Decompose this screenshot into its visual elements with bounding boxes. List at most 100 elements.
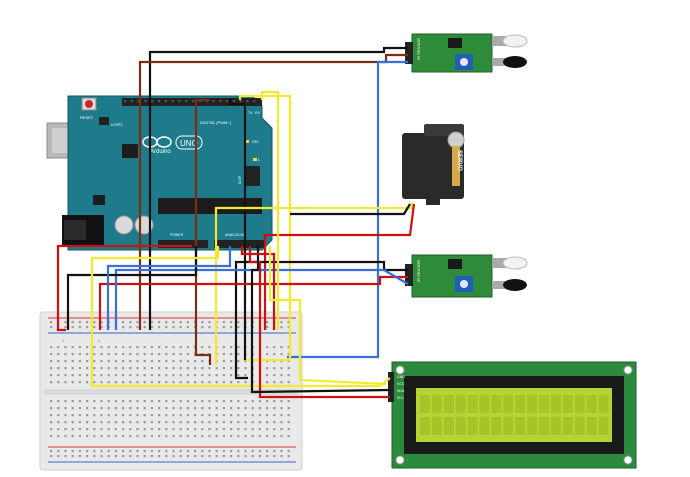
breadboard-hole[interactable] <box>158 346 161 349</box>
breadboard-hole[interactable] <box>136 321 139 324</box>
breadboard-hole[interactable] <box>280 428 283 431</box>
breadboard-hole[interactable] <box>237 381 240 384</box>
breadboard-hole[interactable] <box>150 407 153 410</box>
breadboard-hole[interactable] <box>266 400 269 403</box>
breadboard-hole[interactable] <box>280 321 283 324</box>
breadboard-hole[interactable] <box>165 346 168 349</box>
breadboard-hole[interactable] <box>158 326 161 329</box>
breadboard-hole[interactable] <box>230 407 233 410</box>
breadboard-hole[interactable] <box>100 381 103 384</box>
header-pin[interactable] <box>246 100 249 103</box>
breadboard-hole[interactable] <box>93 381 96 384</box>
breadboard-hole[interactable] <box>280 455 283 458</box>
breadboard-hole[interactable] <box>122 360 125 363</box>
breadboard-hole[interactable] <box>273 400 276 403</box>
breadboard-hole[interactable] <box>208 428 211 431</box>
breadboard-hole[interactable] <box>93 360 96 363</box>
breadboard-hole[interactable] <box>230 321 233 324</box>
breadboard-hole[interactable] <box>244 428 247 431</box>
breadboard-hole[interactable] <box>222 400 225 403</box>
breadboard-hole[interactable] <box>266 407 269 410</box>
breadboard-hole[interactable] <box>222 326 225 329</box>
breadboard-hole[interactable] <box>107 421 110 424</box>
breadboard-hole[interactable] <box>64 360 67 363</box>
breadboard-hole[interactable] <box>287 428 290 431</box>
breadboard-hole[interactable] <box>287 326 290 329</box>
breadboard-hole[interactable] <box>194 414 197 417</box>
breadboard-hole[interactable] <box>172 450 175 453</box>
breadboard-hole[interactable] <box>129 428 132 431</box>
breadboard-hole[interactable] <box>100 455 103 458</box>
breadboard-hole[interactable] <box>78 326 81 329</box>
breadboard-hole[interactable] <box>64 428 67 431</box>
breadboard-hole[interactable] <box>57 400 60 403</box>
breadboard-hole[interactable] <box>165 353 168 356</box>
breadboard-hole[interactable] <box>129 367 132 370</box>
breadboard-hole[interactable] <box>71 400 74 403</box>
breadboard-hole[interactable] <box>100 435 103 438</box>
breadboard-hole[interactable] <box>93 346 96 349</box>
breadboard-hole[interactable] <box>172 400 175 403</box>
breadboard-hole[interactable] <box>107 374 110 377</box>
breadboard-hole[interactable] <box>266 374 269 377</box>
breadboard-hole[interactable] <box>237 435 240 438</box>
breadboard-hole[interactable] <box>287 374 290 377</box>
breadboard-hole[interactable] <box>201 367 204 370</box>
breadboard-hole[interactable] <box>237 414 240 417</box>
breadboard-hole[interactable] <box>194 450 197 453</box>
breadboard-hole[interactable] <box>107 428 110 431</box>
breadboard-hole[interactable] <box>71 367 74 370</box>
breadboard-hole[interactable] <box>172 346 175 349</box>
breadboard-hole[interactable] <box>280 353 283 356</box>
breadboard-hole[interactable] <box>50 455 53 458</box>
breadboard-hole[interactable] <box>201 435 204 438</box>
breadboard-hole[interactable] <box>71 360 74 363</box>
breadboard-hole[interactable] <box>143 435 146 438</box>
breadboard-hole[interactable] <box>201 381 204 384</box>
breadboard-hole[interactable] <box>287 421 290 424</box>
breadboard-hole[interactable] <box>172 407 175 410</box>
breadboard-hole[interactable] <box>129 346 132 349</box>
breadboard-hole[interactable] <box>165 450 168 453</box>
breadboard-hole[interactable] <box>122 421 125 424</box>
breadboard-hole[interactable] <box>280 414 283 417</box>
breadboard-hole[interactable] <box>93 455 96 458</box>
breadboard-hole[interactable] <box>186 407 189 410</box>
breadboard-hole[interactable] <box>129 321 132 324</box>
breadboard-hole[interactable] <box>165 421 168 424</box>
breadboard-hole[interactable] <box>244 435 247 438</box>
breadboard-hole[interactable] <box>64 407 67 410</box>
breadboard-hole[interactable] <box>114 346 117 349</box>
breadboard-hole[interactable] <box>208 326 211 329</box>
breadboard-hole[interactable] <box>287 435 290 438</box>
breadboard-hole[interactable] <box>237 346 240 349</box>
breadboard-hole[interactable] <box>273 381 276 384</box>
breadboard-hole[interactable] <box>222 360 225 363</box>
breadboard-hole[interactable] <box>186 346 189 349</box>
breadboard-hole[interactable] <box>266 321 269 324</box>
breadboard-hole[interactable] <box>71 407 74 410</box>
breadboard-hole[interactable] <box>215 374 218 377</box>
breadboard-hole[interactable] <box>122 367 125 370</box>
breadboard-hole[interactable] <box>114 450 117 453</box>
header-pin[interactable] <box>164 100 167 103</box>
breadboard-hole[interactable] <box>186 374 189 377</box>
breadboard-hole[interactable] <box>215 435 218 438</box>
breadboard-hole[interactable] <box>93 421 96 424</box>
breadboard-hole[interactable] <box>222 407 225 410</box>
breadboard-hole[interactable] <box>129 326 132 329</box>
breadboard-hole[interactable] <box>251 414 254 417</box>
breadboard-hole[interactable] <box>143 455 146 458</box>
breadboard-hole[interactable] <box>266 353 269 356</box>
breadboard-hole[interactable] <box>136 346 139 349</box>
breadboard-hole[interactable] <box>50 381 53 384</box>
breadboard-hole[interactable] <box>114 400 117 403</box>
breadboard-hole[interactable] <box>194 428 197 431</box>
breadboard-hole[interactable] <box>64 326 67 329</box>
breadboard-hole[interactable] <box>93 374 96 377</box>
breadboard-hole[interactable] <box>71 450 74 453</box>
breadboard-hole[interactable] <box>179 400 182 403</box>
breadboard-hole[interactable] <box>107 455 110 458</box>
breadboard-hole[interactable] <box>273 407 276 410</box>
breadboard-hole[interactable] <box>172 374 175 377</box>
